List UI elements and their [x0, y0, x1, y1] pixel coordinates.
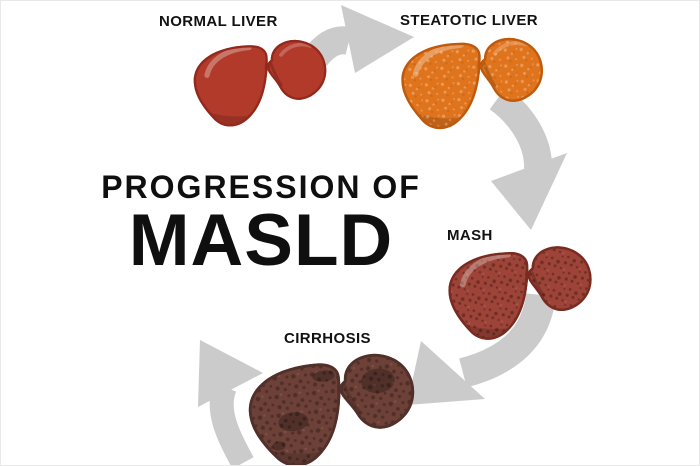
stage-label-mash: MASH — [447, 227, 493, 244]
normal-liver-illustration — [191, 31, 328, 129]
mash-liver-illustration — [446, 244, 594, 342]
title-line-masld: MASLD — [128, 199, 394, 281]
arrow-steatotic-to-mash-icon — [489, 86, 567, 230]
arrow-cirrhosis-return-icon — [198, 340, 263, 465]
stage-label-steatotic-liver: STEATOTIC LIVER — [400, 12, 538, 29]
title-line-progression-of: PROGRESSION OF — [101, 169, 421, 205]
stage-label-cirrhosis: CIRRHOSIS — [284, 330, 371, 347]
stage-label-normal-liver: NORMAL LIVER — [159, 13, 278, 30]
diagram-title: PROGRESSION OF MASLD — [76, 169, 446, 281]
steatotic-liver-illustration — [400, 36, 545, 131]
arrow-mash-to-cirrhosis-icon — [407, 292, 556, 405]
cirrhosis-liver-illustration — [244, 349, 418, 465]
